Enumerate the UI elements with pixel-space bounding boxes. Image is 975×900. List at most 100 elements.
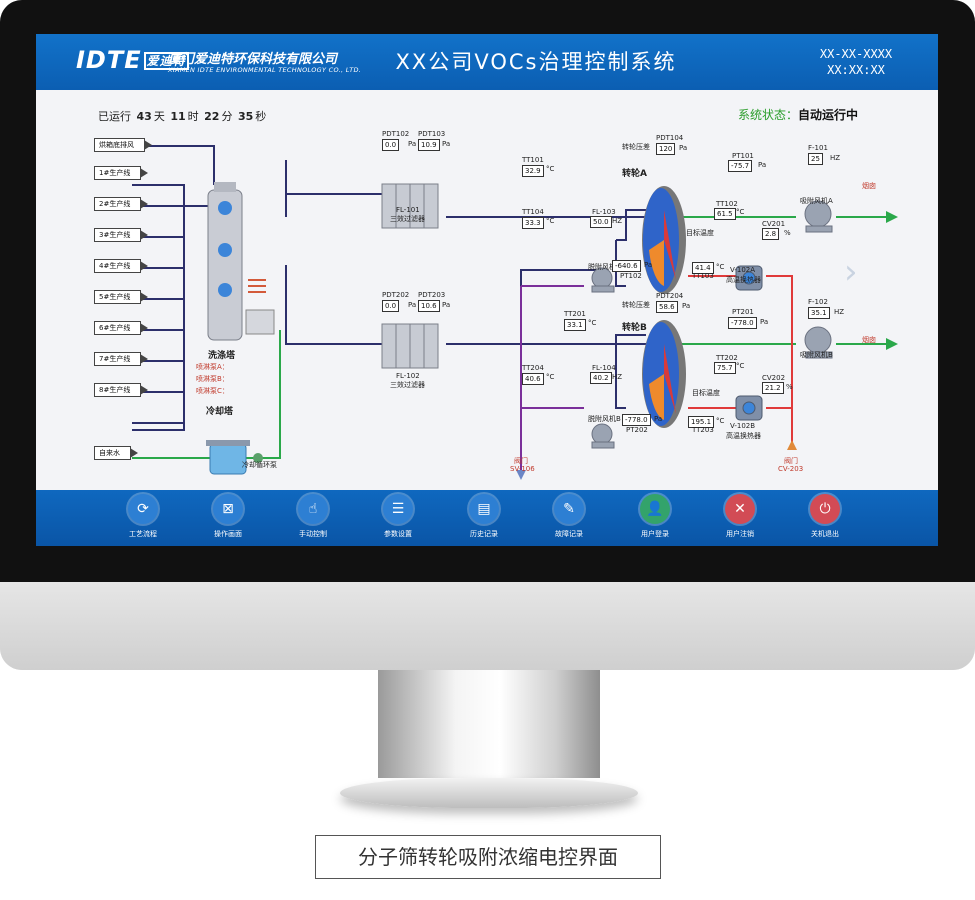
fan-label: 吸附风机B: [800, 351, 833, 359]
operation-icon: ⊠: [213, 494, 243, 524]
runtime-prefix: 已运行: [98, 110, 131, 123]
cv-tag: CV201: [762, 220, 786, 228]
runtime-seconds-unit: 秒: [255, 110, 267, 123]
tt-tag: TT102: [716, 200, 738, 208]
time-text: XX:XX:XX: [827, 63, 885, 77]
hx-tag: V-102B: [730, 422, 756, 430]
pt-value: -778.0: [622, 414, 651, 426]
date-text: XX-XX-XXXX: [819, 47, 893, 61]
toolbar-button-login[interactable]: 👤用户登录: [620, 494, 690, 539]
input-line: 7#生产线: [94, 352, 149, 366]
filter-desc: 三效过滤器: [390, 215, 425, 223]
process-diagram: [132, 145, 898, 480]
toolbar-button-logout[interactable]: ✕用户注销: [705, 494, 775, 539]
target-temp-label: 目标温度: [692, 389, 720, 397]
pt-value: -778.0: [728, 317, 757, 329]
unit: Pa: [408, 140, 417, 148]
input-line: 5#生产线: [94, 290, 149, 304]
pt-value: -75.7: [728, 160, 753, 172]
fan-value: 35.1: [808, 307, 830, 319]
pt-tag: PT202: [626, 426, 648, 434]
pdt-tag: PDT104: [656, 134, 684, 142]
cooling-tower-icon: [206, 440, 263, 475]
fan-value: 50.0: [590, 216, 612, 228]
datetime: XX-XX-XXXX XX:XX:XX: [806, 46, 906, 78]
rotor-wheel-b: [642, 320, 686, 428]
heat-exchanger-a-icon: [735, 265, 763, 291]
fan-tag: FL-103: [592, 208, 616, 216]
system-status: 系统状态：自动运行中: [738, 106, 858, 123]
pdt-tag: PDT103: [418, 130, 446, 138]
monitor-stand: [378, 670, 600, 778]
filter-fl102: [381, 323, 439, 369]
tt-value: 40.6: [522, 373, 544, 385]
unit: °C: [716, 263, 725, 271]
heat-exchanger-b-icon: [735, 395, 763, 421]
fault-icon: ✎: [554, 494, 584, 524]
input-line: 4#生产线: [94, 259, 149, 273]
pdt-value: 120: [656, 143, 676, 155]
unit: Pa: [760, 318, 769, 326]
pdt-value: 10.6: [418, 300, 440, 312]
unit: Pa: [442, 140, 451, 148]
pipe-red: [766, 275, 793, 450]
toolbar-button-history[interactable]: ▤历史记录: [449, 494, 519, 539]
runtime-minutes-unit: 分: [221, 110, 233, 123]
unit: °C: [716, 417, 725, 425]
pdt-value: 58.6: [656, 301, 678, 313]
bottom-toolbar: ⟳工艺流程 ⊠操作画面 ☝手动控制 ☰参数设置 ▤历史记录 ✎ 故障记录 👤用户登…: [36, 490, 938, 546]
unit: Pa: [679, 144, 688, 152]
cv-value: 2.8: [762, 228, 780, 240]
unit: Pa: [758, 161, 767, 169]
toolbar-label: 关机退出: [811, 530, 839, 538]
tt-value: 41.4: [692, 262, 714, 274]
pdt-value: 0.0: [382, 139, 400, 151]
wheel-b-label: 转轮B: [622, 323, 647, 333]
runtime-hours: 11: [170, 110, 186, 123]
next-page-chevron-icon[interactable]: ›: [844, 252, 858, 292]
cooling-pump-label: 冷却循环泵: [242, 461, 277, 469]
pipe-oven: [132, 145, 215, 185]
runtime-days: 43: [136, 110, 152, 123]
fan-label: 脱附风机A: [588, 263, 621, 271]
unit: HZ: [612, 373, 623, 381]
toolbar-label: 故障记录: [555, 530, 583, 538]
unit: °C: [736, 362, 745, 370]
wheel-a-label: 转轮A: [622, 169, 647, 179]
toolbar-button-fault[interactable]: ✎ 故障记录: [534, 494, 604, 539]
pt-tag: PT101: [732, 152, 754, 160]
unit: °C: [546, 165, 555, 173]
fan-value: 25: [808, 153, 823, 165]
toolbar-label: 用户注销: [726, 530, 754, 538]
fan-label: 脱附风机B: [588, 415, 621, 423]
filter-name: FL-102: [396, 372, 420, 380]
desorb-fan-b-icon: [591, 423, 615, 449]
settings-icon: ☰: [383, 494, 413, 524]
toolbar-button-power[interactable]: ⏻关机退出: [790, 494, 860, 539]
unit: HZ: [834, 308, 845, 316]
unit: °C: [546, 217, 555, 225]
logo-badge: 爱迪特: [143, 52, 189, 70]
hx-label: 高温换热器: [726, 276, 761, 284]
adsorb-fan-a-icon: [804, 200, 833, 233]
rotor-wheel-a: [642, 186, 686, 294]
tt-tag: TT202: [716, 354, 738, 362]
fan-tag: FL-104: [592, 364, 616, 372]
pt-value: -640.6: [612, 260, 641, 272]
tt-value: 33.3: [522, 217, 544, 229]
toolbar-button-process[interactable]: ⟳工艺流程: [108, 494, 178, 539]
pdt-tag: PDT102: [382, 130, 410, 138]
toolbar-label: 手动控制: [299, 530, 327, 538]
toolbar-button-operation[interactable]: ⊠操作画面: [193, 494, 263, 539]
wheel-dp-label: 转轮压差: [622, 301, 650, 309]
scrubber-label: 洗涤塔: [208, 351, 236, 361]
pdt-value: 10.9: [418, 139, 440, 151]
exhaust-arrows: [886, 211, 898, 350]
fan-tag: F-101: [808, 144, 828, 152]
tt-tag: TT201: [564, 310, 586, 318]
toolbar-button-settings[interactable]: ☰参数设置: [363, 494, 433, 539]
toolbar-button-manual[interactable]: ☝手动控制: [278, 494, 348, 539]
pt-tag: PT102: [620, 272, 642, 280]
company-name-en: XIAMEN IDTE ENVIRONMENTAL TECHNOLOGY CO.…: [168, 66, 362, 74]
